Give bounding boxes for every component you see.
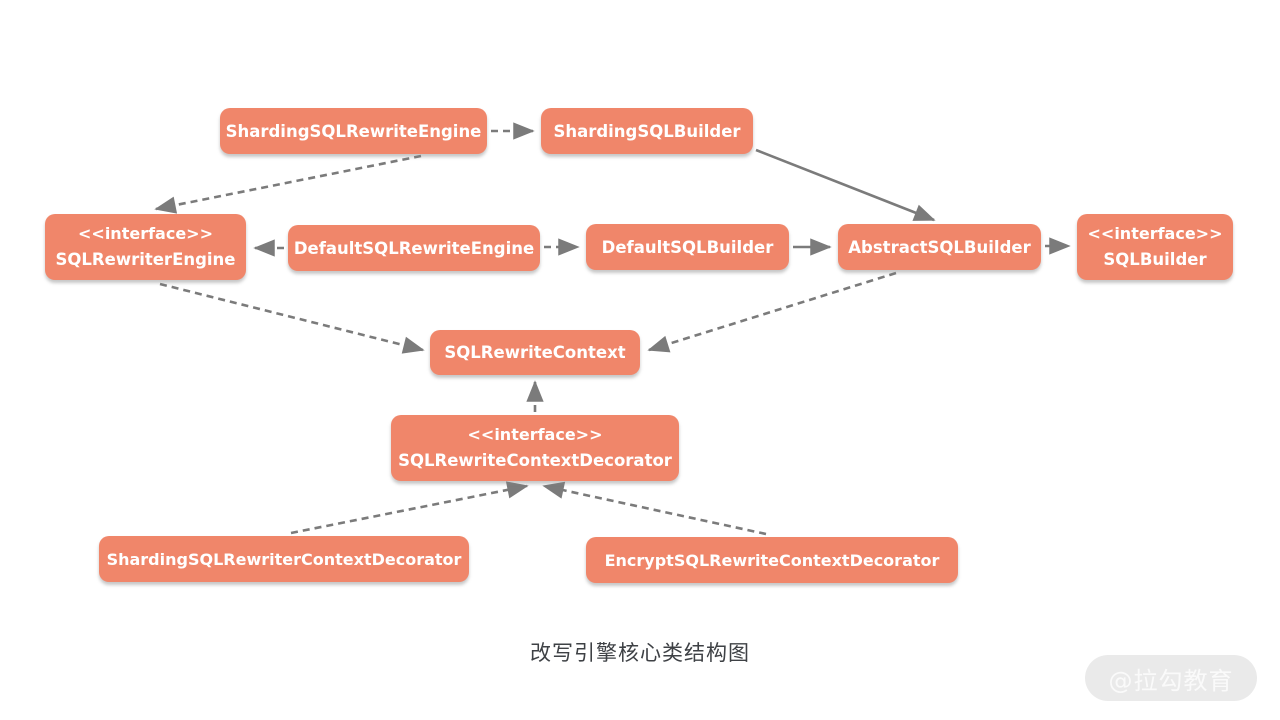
class-node-label: SQLRewriteContext (444, 343, 626, 362)
interface-node-sql-builder: <<interface>> SQLBuilder (1077, 214, 1233, 280)
class-node-label: EncryptSQLRewriteContextDecorator (604, 550, 940, 570)
edge-encrypt-sql-rewrite-context-decorator-to-sql-rewrite-context-decorator (542, 481, 767, 536)
interface-node-sql-rewriter-engine: <<interface>> SQLRewriterEngine (45, 214, 246, 280)
class-node-sharding-sql-builder: ShardingSQLBuilder (541, 108, 753, 154)
class-node-abstract-sql-builder: AbstractSQLBuilder (838, 224, 1041, 270)
interface-node-sql-rewrite-context-decorator: <<interface>> SQLRewriteContextDecorator (391, 415, 679, 481)
class-node-sharding-sql-rewrite-engine: ShardingSQLRewriteEngine (220, 108, 487, 154)
class-node-label: AbstractSQLBuilder (848, 237, 1031, 257)
class-node-sharding-sql-rewriter-context-decorator: ShardingSQLRewriterContextDecorator (99, 536, 469, 582)
edge-abstract-sql-builder-to-sql-rewrite-context (647, 271, 897, 353)
class-node-label: ShardingSQLRewriterContextDecorator (106, 549, 462, 569)
edge-sql-rewriter-engine-to-sql-rewrite-context (159, 282, 425, 354)
edge-sharding-sql-builder-to-abstract-sql-builder (755, 148, 936, 222)
class-node-sql-rewrite-context: SQLRewriteContext (430, 330, 640, 375)
class-node-encrypt-sql-rewrite-context-decorator: EncryptSQLRewriteContextDecorator (586, 537, 958, 583)
interface-stereotype-label: <<interface>> (1087, 223, 1223, 243)
class-node-label: SQLRewriteContextDecorator (398, 450, 672, 470)
class-node-label: ShardingSQLRewriteEngine (225, 121, 482, 141)
watermark-text: @拉勾教育 (1108, 666, 1234, 695)
interface-stereotype-label: <<interface>> (78, 223, 213, 243)
class-node-label: DefaultSQLBuilder (601, 237, 774, 257)
interface-stereotype-label: <<interface>> (467, 424, 603, 444)
class-node-default-sql-builder: DefaultSQLBuilder (586, 224, 789, 270)
watermark-badge: @拉勾教育 (1085, 655, 1257, 701)
class-node-label: SQLBuilder (1103, 249, 1207, 269)
class-node-default-sql-rewrite-engine: DefaultSQLRewriteEngine (288, 225, 540, 271)
diagram-caption: 改写引擎核心类结构图 (530, 641, 750, 665)
class-node-label: SQLRewriterEngine (55, 249, 236, 269)
edge-sharding-sql-rewriter-context-decorator-to-sql-rewrite-context-decorator (290, 481, 529, 535)
edge-sharding-sql-rewrite-engine-to-sql-rewriter-engine (154, 154, 422, 214)
class-node-label: ShardingSQLBuilder (553, 121, 741, 141)
class-node-label: DefaultSQLRewriteEngine (293, 238, 535, 258)
